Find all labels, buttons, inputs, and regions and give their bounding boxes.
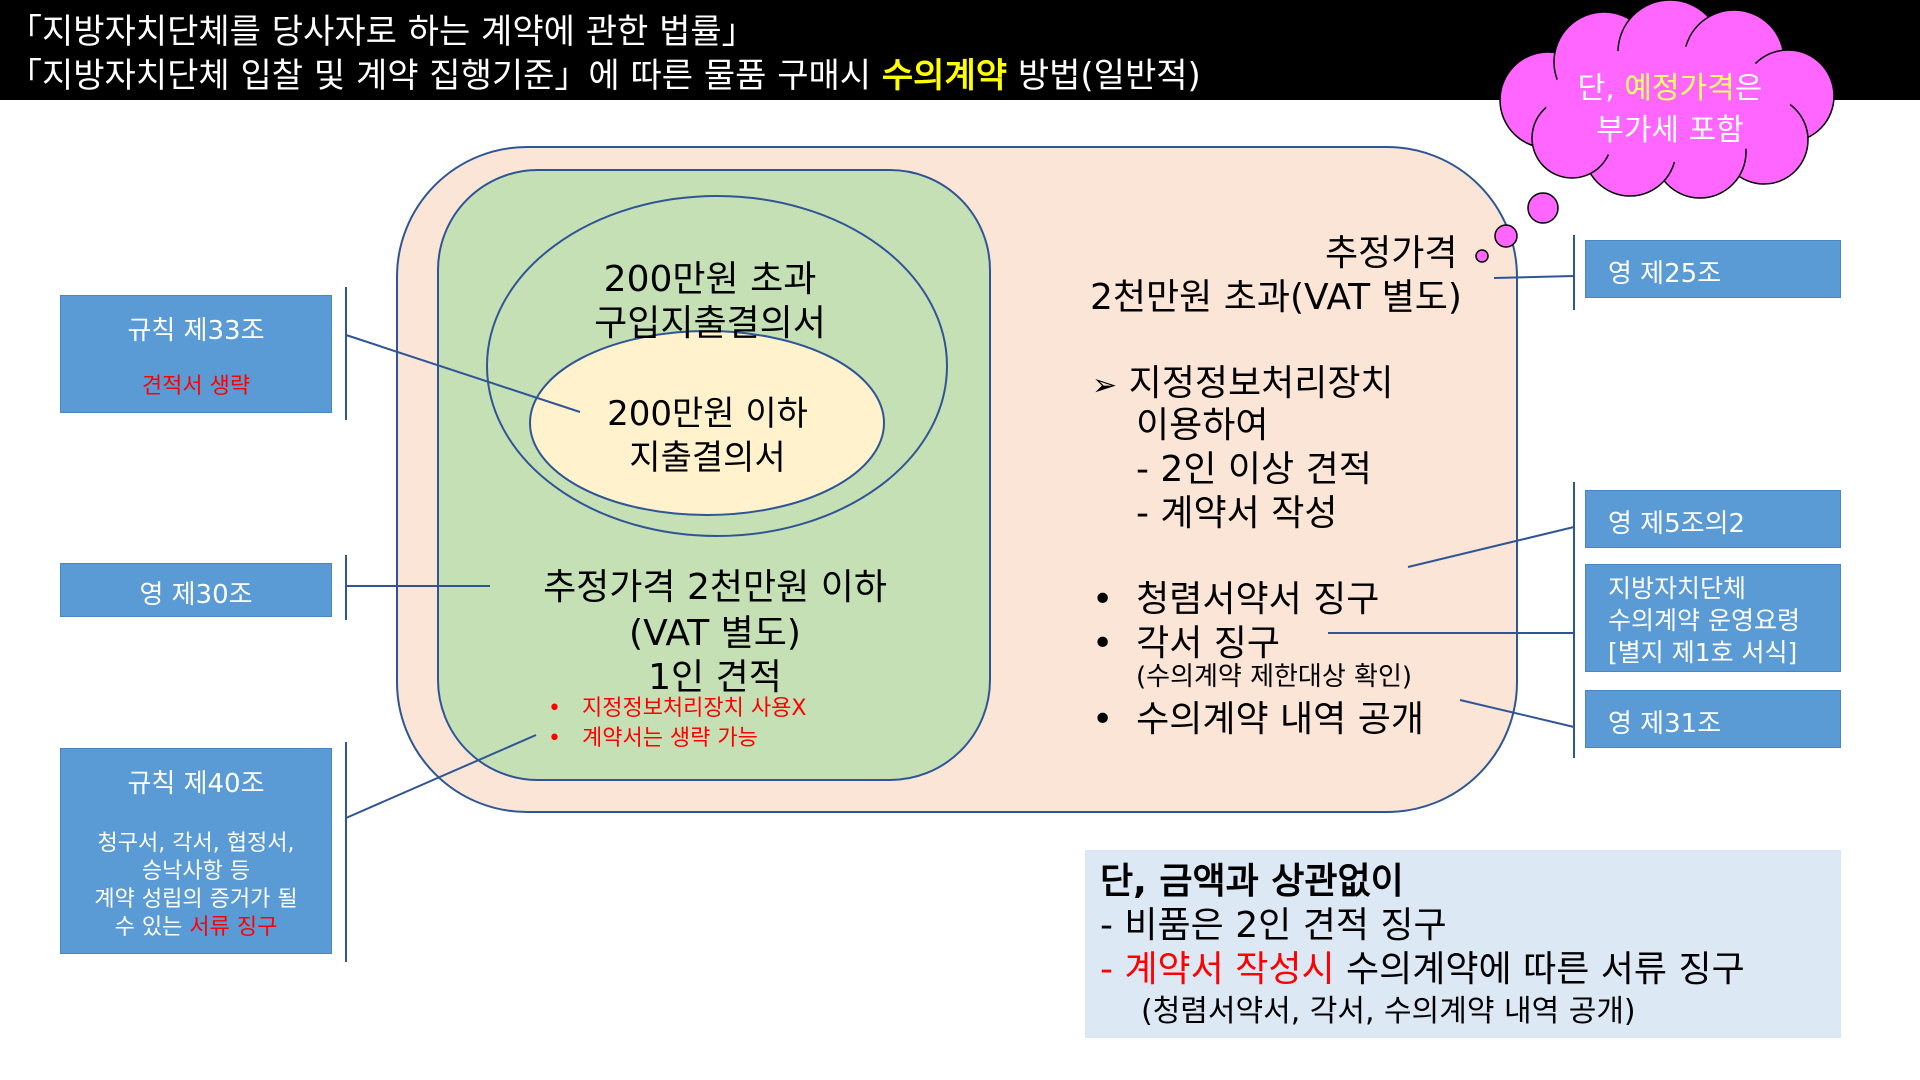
header-title-line2: 「지방자치단체 입찰 및 계약 집행기준」에 따른 물품 구매시 수의계약 방법… (8, 48, 1201, 97)
bullet-3-glyph: • (1092, 699, 1114, 740)
green-bullet-1: • 지정정보처리장치 사용X (548, 696, 807, 721)
bullet-2-text: 각서 징구 (1136, 623, 1281, 664)
green-bullet-2: • 계약서는 생략 가능 (548, 726, 758, 751)
arrow-item: ➢ 지정정보처리장치 (1092, 354, 1394, 406)
bullet-item-2: • 각서 징구 (1092, 614, 1280, 666)
ref-title: 영 제31조 (1608, 709, 1722, 739)
cloud-line1: 단, 예정가격은 (1500, 68, 1840, 110)
ref-title: 규칙 제33조 (127, 316, 265, 346)
inner-ellipse-line2: 지출결의서 (629, 438, 786, 478)
cloud-suffix: 은 (1734, 71, 1763, 106)
bullet-item-1: • 청렴서약서 징구 (1092, 570, 1379, 622)
ref-line3: [별지 제1호 서식] (1608, 638, 1798, 667)
ref-box-rule33: 규칙 제33조 견적서 생략 (60, 295, 332, 413)
ref-box-decree30: 영 제30조 (60, 563, 332, 617)
note-item-3: (청렴서약서, 각서, 수의계약 내역 공개) (1141, 994, 1636, 1029)
arrow-bullet-icon: ➢ (1092, 368, 1118, 403)
cloud-line2: 부가세 포함 (1596, 113, 1744, 148)
header-line2-pre: 「지방자치단체 입찰 및 계약 집행기준」에 따른 물품 구매시 (8, 56, 882, 96)
green-main-line3: 1인 견적 (648, 657, 782, 698)
cloud-prefix: 단, (1577, 71, 1625, 106)
note-title: 단, 금액과 상관없이 (1100, 861, 1404, 902)
ref-body-line3: 계약 성립의 증거가 될 (94, 887, 298, 912)
ref-line1: 지방자치단체 (1608, 574, 1747, 603)
header-line2-post: 방법(일반적) (1007, 56, 1201, 96)
ref-title: 영 제5조의2 (1608, 509, 1746, 539)
cloud-highlight: 예정가격 (1624, 71, 1735, 106)
ref-body-line1: 청구서, 각서, 협정서, (97, 831, 295, 856)
ref-box-guideline: 지방자치단체 수의계약 운영요령 [별지 제1호 서식] (1585, 564, 1841, 672)
note-item-2-rest: 수의계약에 따른 서류 징구 (1334, 949, 1745, 990)
note-box: 단, 금액과 상관없이 - 비품은 2인 견적 징구 - 계약서 작성시 수의계… (1085, 850, 1841, 1038)
connector-lines (345, 235, 1575, 962)
ref-box-decree5-2: 영 제5조의2 (1585, 490, 1841, 548)
header-highlight: 수의계약 (881, 56, 1008, 96)
thought-cloud (1475, 0, 1835, 263)
bullet-1-text: 청렴서약서 징구 (1136, 579, 1380, 620)
note-item-1: - 비품은 2인 견적 징구 (1100, 905, 1447, 946)
ref-body-line4-pre: 수 있는 (114, 915, 190, 940)
green-main-line1: 추정가격 2천만원 이하 (543, 567, 887, 608)
green-main-line2: (VAT 별도) (629, 613, 801, 654)
ref-title: 영 제30조 (139, 580, 253, 610)
ref-box-decree31: 영 제31조 (1585, 690, 1841, 748)
ref-body-line4-red: 서류 징구 (189, 915, 278, 940)
inner-ellipse-line1: 200만원 이하 (607, 394, 808, 434)
ref-body-line2: 승낙사항 등 (141, 859, 251, 884)
bullet-3-text: 수의계약 내역 공개 (1136, 699, 1424, 740)
note-item-2-dash: - (1100, 949, 1125, 990)
bullet-item-3: • 수의계약 내역 공개 (1092, 690, 1424, 742)
dash-item-1: - 2인 이상 견적 (1136, 449, 1372, 490)
arrow-item-line1: 지정정보처리장치 (1128, 363, 1394, 404)
ref-title: 영 제25조 (1608, 259, 1722, 289)
bullet-2-glyph: • (1092, 623, 1114, 664)
right-title-line1: 추정가격 (1325, 233, 1458, 274)
inner-ellipse (529, 330, 885, 516)
right-title-line2: 2천만원 초과(VAT 별도) (1090, 277, 1462, 318)
green-bullet-2-text: 계약서는 생략 가능 (581, 726, 758, 751)
bullet-1-glyph: • (1092, 579, 1114, 620)
ref-box-decree25: 영 제25조 (1585, 240, 1841, 298)
arrow-item-line2: 이용하여 (1136, 405, 1269, 446)
note-item-2: - 계약서 작성시 수의계약에 따른 서류 징구 (1100, 940, 1745, 992)
dash-item-2: - 계약서 작성 (1136, 493, 1338, 534)
ref-body-line4: 수 있는 서류 징구 (61, 909, 331, 941)
ref-line2: 수의계약 운영요령 (1608, 606, 1800, 635)
ref-note: 견적서 생략 (141, 374, 251, 399)
cloud-text: 단, 예정가격은 부가세 포함 (1500, 68, 1840, 152)
ref-title: 규칙 제40조 (127, 769, 265, 799)
note-item-2-red: 계약서 작성시 (1124, 949, 1335, 990)
outer-ellipse-line2: 구입지출결의서 (594, 303, 826, 344)
ref-box-rule40: 규칙 제40조 청구서, 각서, 협정서, 승낙사항 등 계약 성립의 증거가 … (60, 748, 332, 954)
header-title-line1: 「지방자치단체를 당사자로 하는 계약에 관한 법률」 (8, 12, 756, 52)
green-bullet-1-text: 지정정보처리장치 사용X (581, 696, 807, 721)
outer-ellipse-line1: 200만원 초과 (603, 259, 817, 300)
bullet-2-subtext: (수의계약 제한대상 확인) (1136, 662, 1413, 692)
